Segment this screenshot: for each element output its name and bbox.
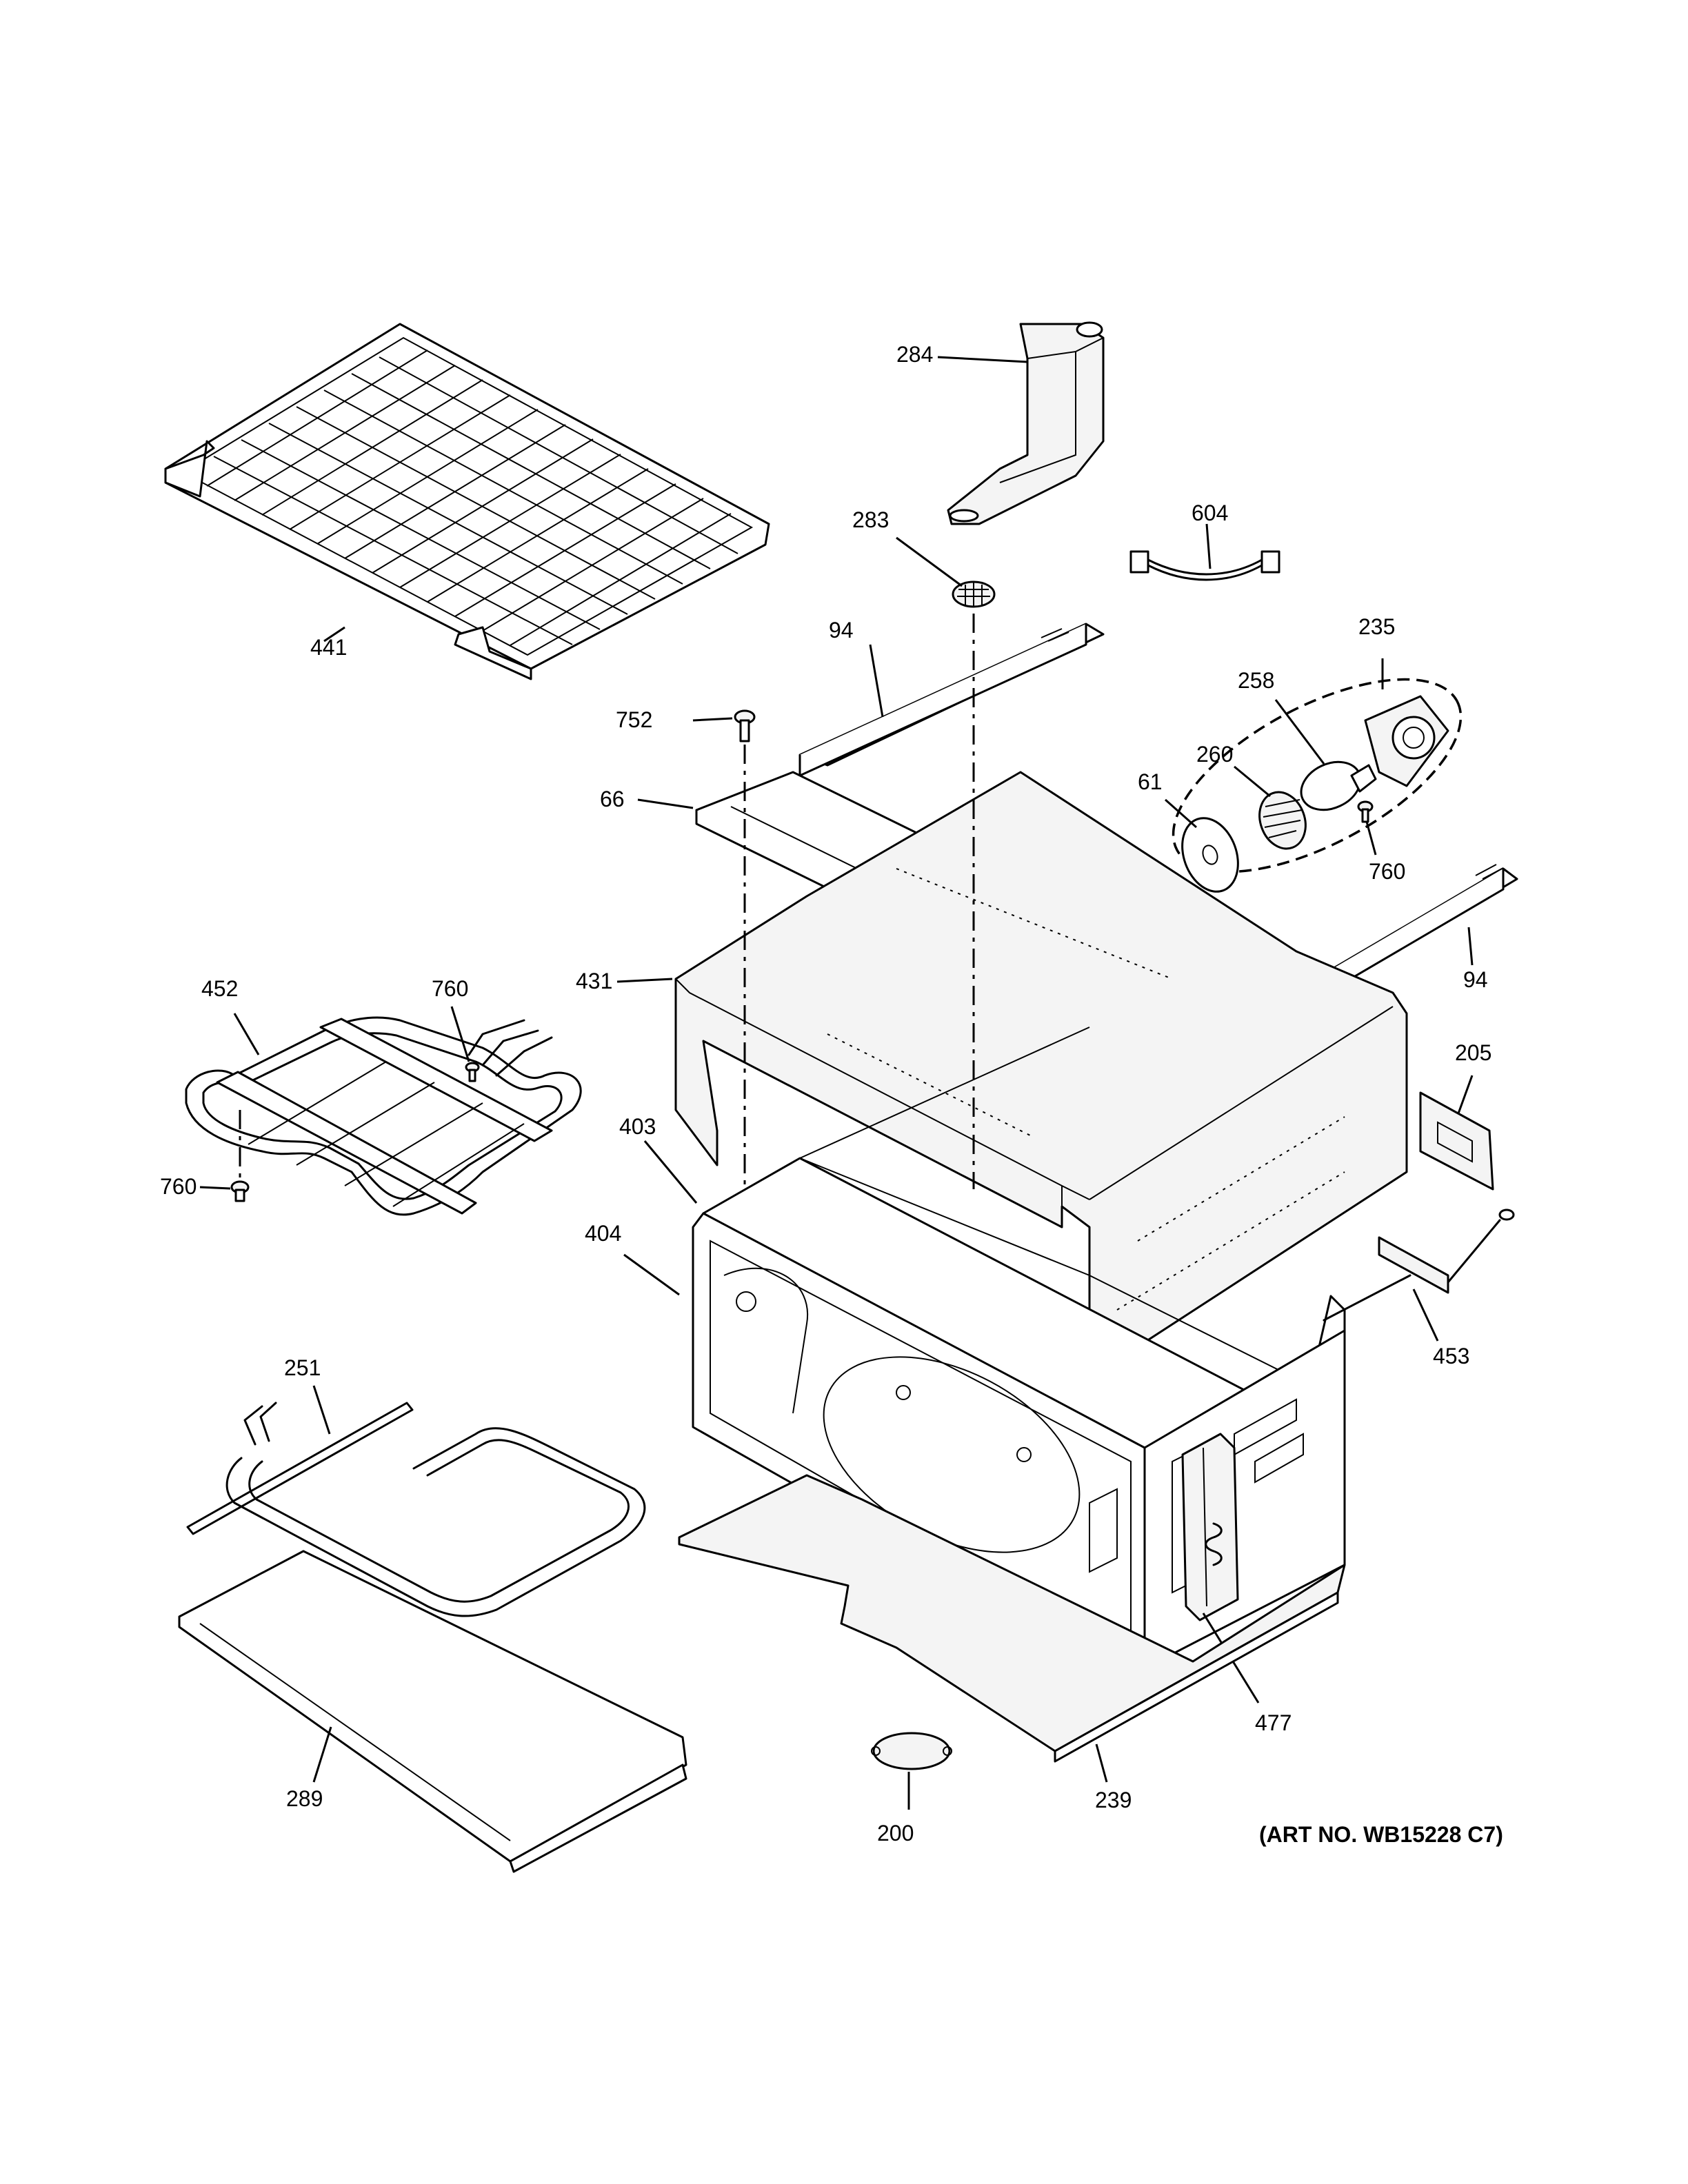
art-number: (ART NO. WB15228 C7) [1259,1822,1503,1847]
screw-760-broil-upper [465,1062,480,1082]
leader-94a [869,644,884,718]
leader-284 [937,356,1028,363]
leader-760c [199,1186,231,1190]
callout-239: 239 [1095,1788,1132,1812]
callout-61: 61 [1138,769,1163,794]
leader-61 [1165,798,1197,829]
callout-760c: 760 [160,1174,197,1199]
vent-duct-284 [947,321,1105,525]
vent-screen-283 [952,580,996,608]
leader-66 [637,798,694,809]
screw-752 [734,709,756,742]
callout-431: 431 [576,969,612,993]
leader-431 [616,978,673,983]
callout-760a: 760 [1369,859,1405,884]
callout-258: 258 [1238,668,1274,693]
leader-205 [1457,1075,1474,1114]
callout-260: 260 [1196,742,1233,767]
light-socket-260 [1258,791,1307,850]
callout-235: 235 [1358,614,1395,639]
leader-404 [623,1253,680,1296]
leader-283 [896,536,963,587]
callout-604: 604 [1192,501,1228,525]
leader-258 [1274,699,1325,765]
screw-760-broil-lower [230,1180,250,1202]
temperature-sensor-453 [1323,1209,1515,1322]
callout-477: 477 [1255,1710,1292,1735]
callout-94b: 94 [1463,967,1488,992]
broil-element-452 [185,1016,582,1216]
bottom-panel-239 [678,1474,1346,1763]
callout-251: 251 [284,1355,321,1380]
leader-239 [1095,1743,1108,1783]
cover-plate-200 [871,1732,952,1770]
bake-element-251 [186,1402,646,1617]
callout-94a: 94 [829,618,854,643]
leader-441 [323,626,345,643]
callout-283: 283 [852,507,889,532]
callout-752: 752 [616,707,652,732]
leader-94b [1467,927,1474,966]
leader-760a [1365,821,1377,856]
bracket-205 [1419,1091,1494,1191]
oven-rack-441 [164,323,770,680]
light-bulb-258 [1300,760,1377,811]
callout-284: 284 [896,342,933,367]
callout-404: 404 [585,1221,621,1246]
leader-452 [233,1013,260,1055]
callout-452: 452 [201,976,238,1001]
leader-453 [1412,1288,1439,1342]
wire-harness-604 [1129,550,1280,581]
callout-200: 200 [877,1821,914,1846]
door-hinge-477 [1181,1433,1239,1621]
callout-289: 289 [286,1786,323,1811]
leader-260 [1234,765,1271,798]
leader-760b [450,1006,470,1062]
leader-403 [643,1140,698,1204]
leader-289 [312,1726,332,1783]
callout-760b: 760 [432,976,468,1001]
light-housing-235 [1364,695,1449,787]
bake-shield-289 [178,1550,687,1873]
callout-205: 205 [1455,1040,1491,1065]
lens-61 [1181,817,1239,893]
callout-66: 66 [600,787,625,811]
light-assembly-group-235 [1172,678,1463,873]
leader-752 [692,717,733,722]
callout-441: 441 [310,635,347,660]
callout-453: 453 [1433,1344,1469,1368]
side-rail-94-upper [798,623,1105,777]
screw-760-light [1357,800,1374,823]
callout-403: 403 [619,1114,656,1139]
leader-251 [312,1385,331,1435]
leader-604 [1205,523,1212,569]
